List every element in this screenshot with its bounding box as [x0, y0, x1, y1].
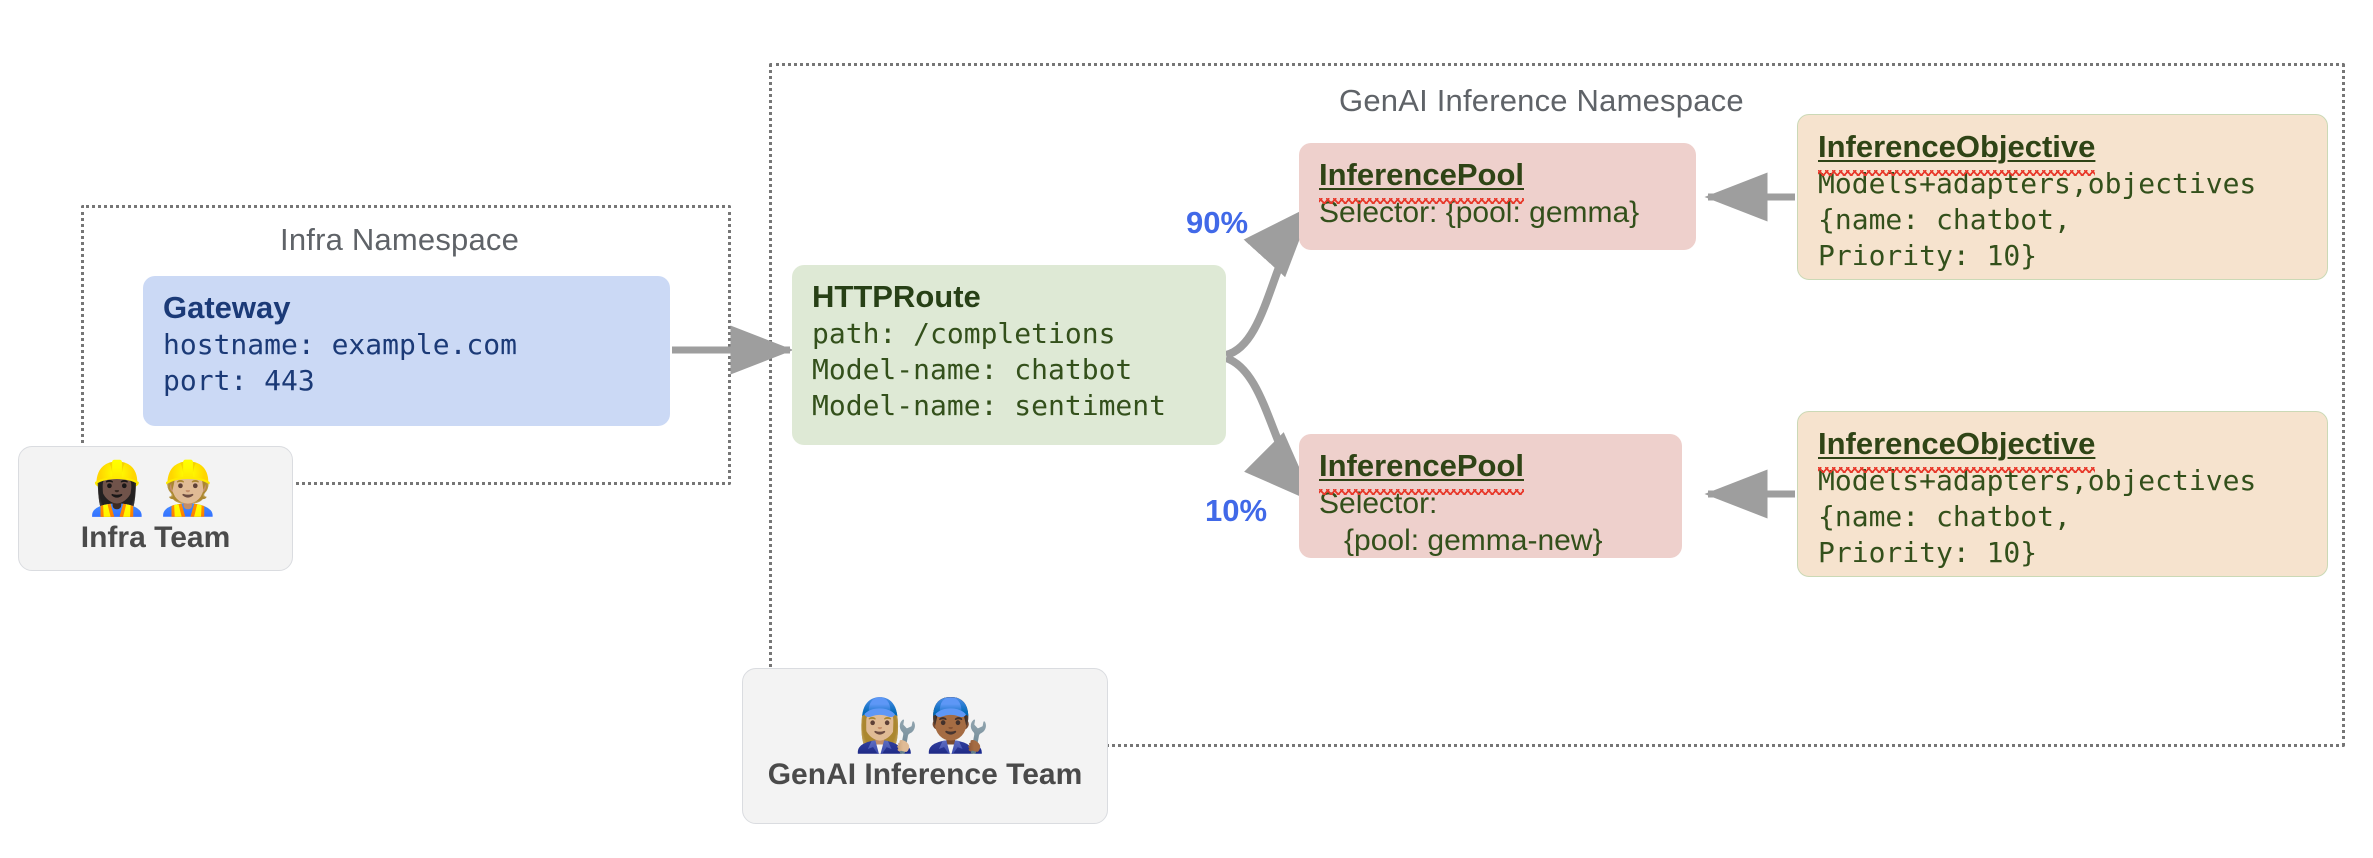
- inferencepool-card-1[interactable]: InferencePool Selector: {pool: gemma}: [1299, 143, 1696, 250]
- namespace-infra: [81, 205, 731, 485]
- team-card-genai[interactable]: 👩🏼‍🔧👨🏾‍🔧 GenAI Inference Team: [742, 668, 1108, 824]
- inferenceobjective-title-text-1: InferenceObjective: [1818, 129, 2096, 176]
- gateway-card[interactable]: Gateway hostname: example.com port: 443: [143, 276, 670, 426]
- inferenceobjective-title-text-2: InferenceObjective: [1818, 426, 2096, 473]
- inferenceobjective-title-2: InferenceObjective: [1818, 426, 2307, 473]
- gateway-line-hostname: hostname: example.com: [163, 327, 518, 361]
- inferenceobjective-line-name-2: {name: chatbot,: [1818, 499, 2071, 533]
- inferencepool-title-text-1: InferencePool: [1319, 157, 1524, 204]
- httproute-line-model-sentiment: Model-name: sentiment: [812, 389, 1167, 423]
- inferenceobjective-line-name-1: {name: chatbot,: [1818, 202, 2071, 236]
- httproute-card[interactable]: HTTPRoute path: /completions Model-name:…: [792, 265, 1226, 445]
- inferencepool-selector-2-value: {pool: gemma-new}: [1319, 524, 1603, 558]
- httproute-title: HTTPRoute: [812, 279, 981, 314]
- inferenceobjective-line-priority-2: Priority: 10}: [1818, 536, 2038, 570]
- route-weight-label-2: 10%: [1205, 493, 1268, 528]
- infra-team-avatar-icon: 👷🏿‍♀️👷🏼: [84, 459, 227, 518]
- genai-team-label: GenAI Inference Team: [767, 758, 1083, 791]
- inferenceobjective-line-priority-1: Priority: 10}: [1818, 239, 2038, 273]
- inferencepool-title-text-2: InferencePool: [1319, 448, 1524, 495]
- inferencepool-title-1: InferencePool: [1319, 157, 1676, 204]
- inferencepool-title-2: InferencePool: [1319, 448, 1662, 495]
- gateway-line-port: port: 443: [163, 363, 315, 397]
- team-card-infra[interactable]: 👷🏿‍♀️👷🏼 Infra Team: [18, 446, 293, 571]
- namespace-genai: [769, 63, 2345, 747]
- genai-team-avatar-icon: 👩🏼‍🔧👨🏾‍🔧: [854, 697, 996, 755]
- gateway-title: Gateway: [163, 290, 291, 325]
- infra-team-label: Infra Team: [80, 520, 231, 554]
- httproute-line-model-chatbot: Model-name: chatbot: [812, 352, 1133, 386]
- inferencepool-card-2[interactable]: InferencePool Selector: {pool: gemma-new…: [1299, 434, 1682, 558]
- namespace-genai-title: GenAI Inference Namespace: [1339, 83, 1744, 118]
- httproute-line-path: path: /completions: [812, 316, 1116, 350]
- namespace-infra-title: Infra Namespace: [280, 222, 520, 257]
- inferenceobjective-card-1[interactable]: InferenceObjective Models+adapters,objec…: [1797, 114, 2328, 280]
- inferenceobjective-title-1: InferenceObjective: [1818, 129, 2307, 176]
- route-weight-label-1: 90%: [1186, 205, 1249, 240]
- inferenceobjective-card-2[interactable]: InferenceObjective Models+adapters,objec…: [1797, 411, 2328, 577]
